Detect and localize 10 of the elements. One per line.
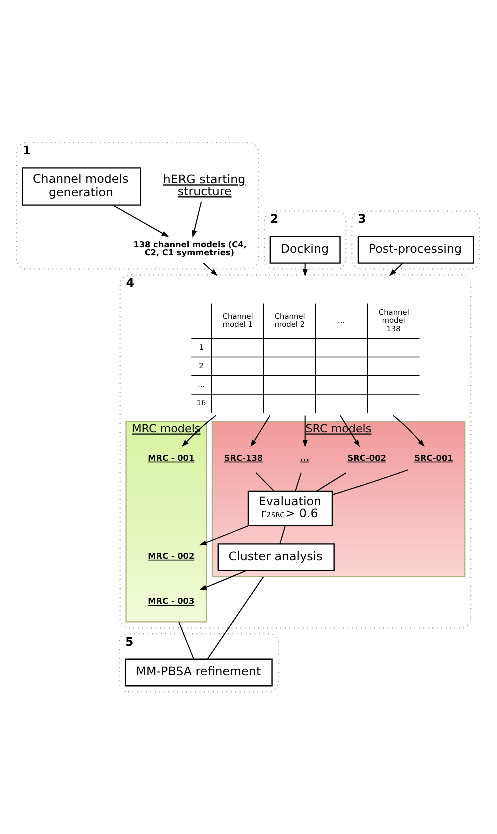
node-text: MRC - 003 <box>148 596 195 606</box>
node-text: ... <box>300 452 310 462</box>
node-text: SRC-002 <box>348 452 386 462</box>
node-text: 138 channel models (C4, C2, C1 symmetries) <box>134 239 247 258</box>
node-text: SRC-001 <box>414 452 454 462</box>
node-text: hERG starting structure <box>163 172 246 198</box>
node-text: MRC - 002 <box>148 550 195 560</box>
node-text: SRC-138 <box>224 452 264 462</box>
node-text: MRC - 001 <box>148 452 195 462</box>
node-text: Channel model 1 Channel model 2 ... Channel model 138 1 2 ... 16 <box>196 307 410 408</box>
